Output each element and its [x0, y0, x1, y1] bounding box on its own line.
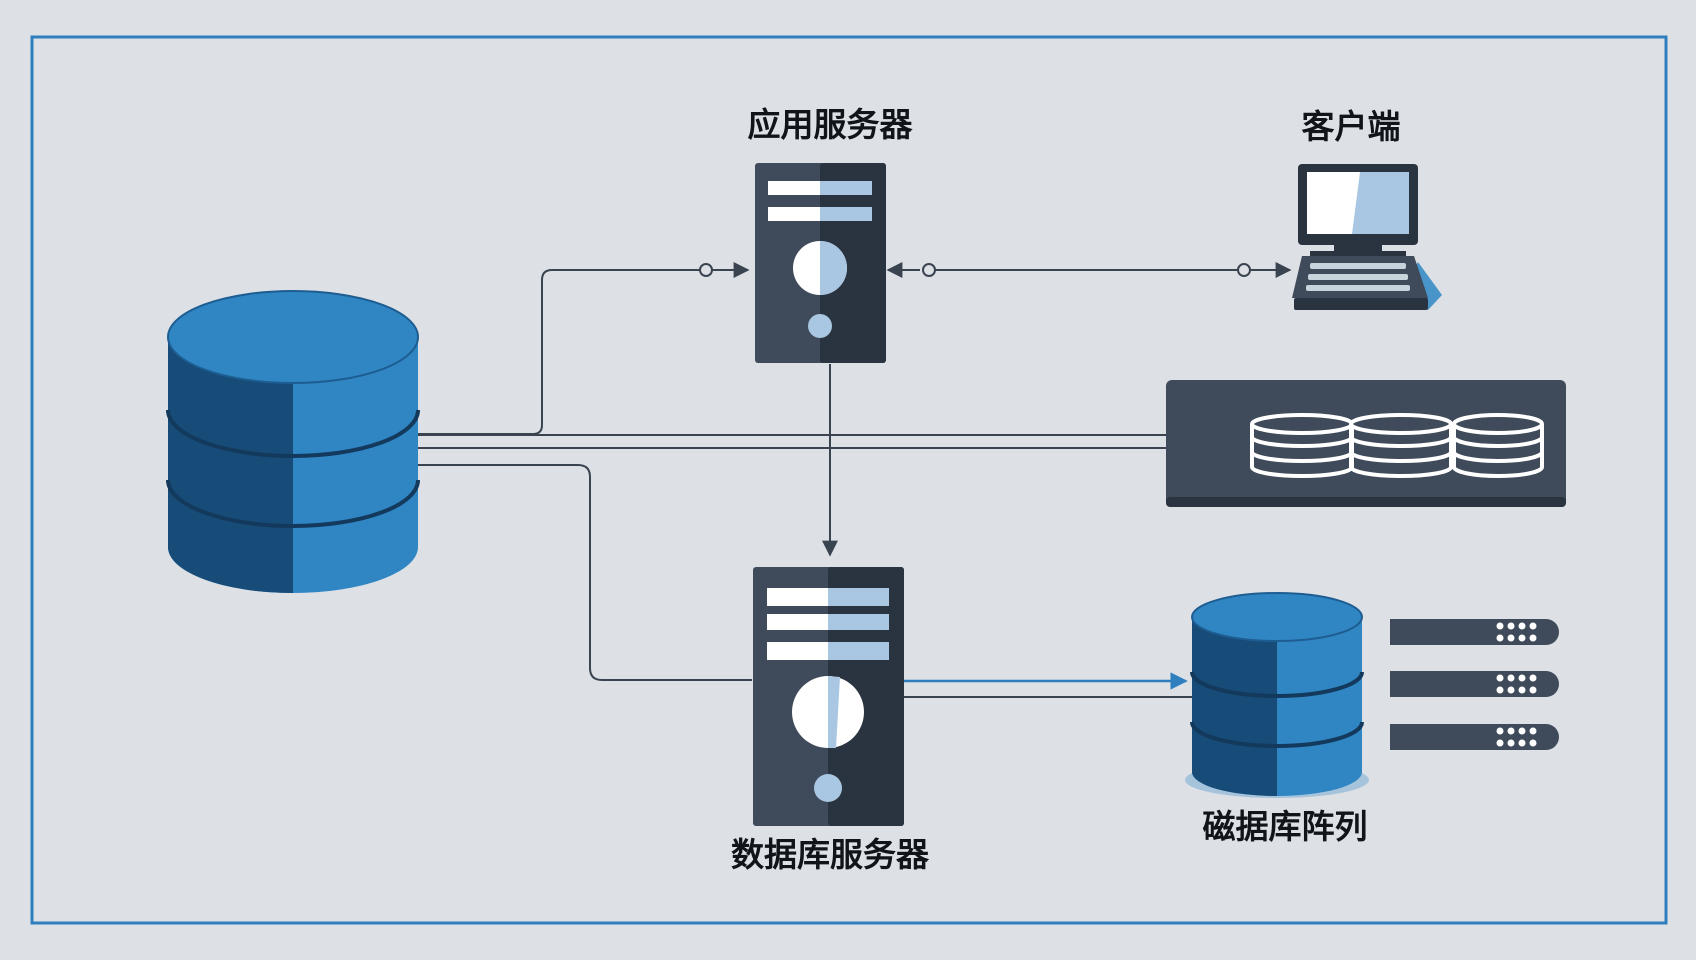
connector-node	[1237, 263, 1251, 277]
disk-array-database-icon	[1185, 592, 1369, 798]
app-server-label: 应用服务器	[747, 105, 913, 144]
diagram-frame	[30, 35, 1668, 925]
connector-db-to-db-server	[418, 464, 752, 681]
main-database-icon	[166, 290, 420, 593]
app-server-icon	[755, 163, 886, 363]
rack-unit-icon	[1390, 619, 1559, 645]
rack-units	[1390, 619, 1559, 750]
client-label: 客户端	[1301, 107, 1401, 146]
db-server-icon	[753, 567, 904, 826]
connector-db-to-app-server	[418, 269, 700, 435]
disk-stack-icon	[1349, 413, 1453, 478]
rack-unit-icon	[1390, 724, 1559, 750]
rack-unit-icon	[1390, 671, 1559, 697]
connector-node	[922, 263, 936, 277]
disk-array-label: 磁据库阵列	[1202, 807, 1368, 846]
connections	[418, 262, 1292, 698]
disk-stack-icon	[1250, 413, 1354, 478]
client-computer-icon	[1292, 164, 1442, 310]
disk-stack-icon	[1452, 413, 1544, 478]
db-server-label: 数据库服务器	[731, 835, 929, 874]
connector-node	[699, 263, 713, 277]
storage-rack-icon	[1166, 380, 1566, 507]
